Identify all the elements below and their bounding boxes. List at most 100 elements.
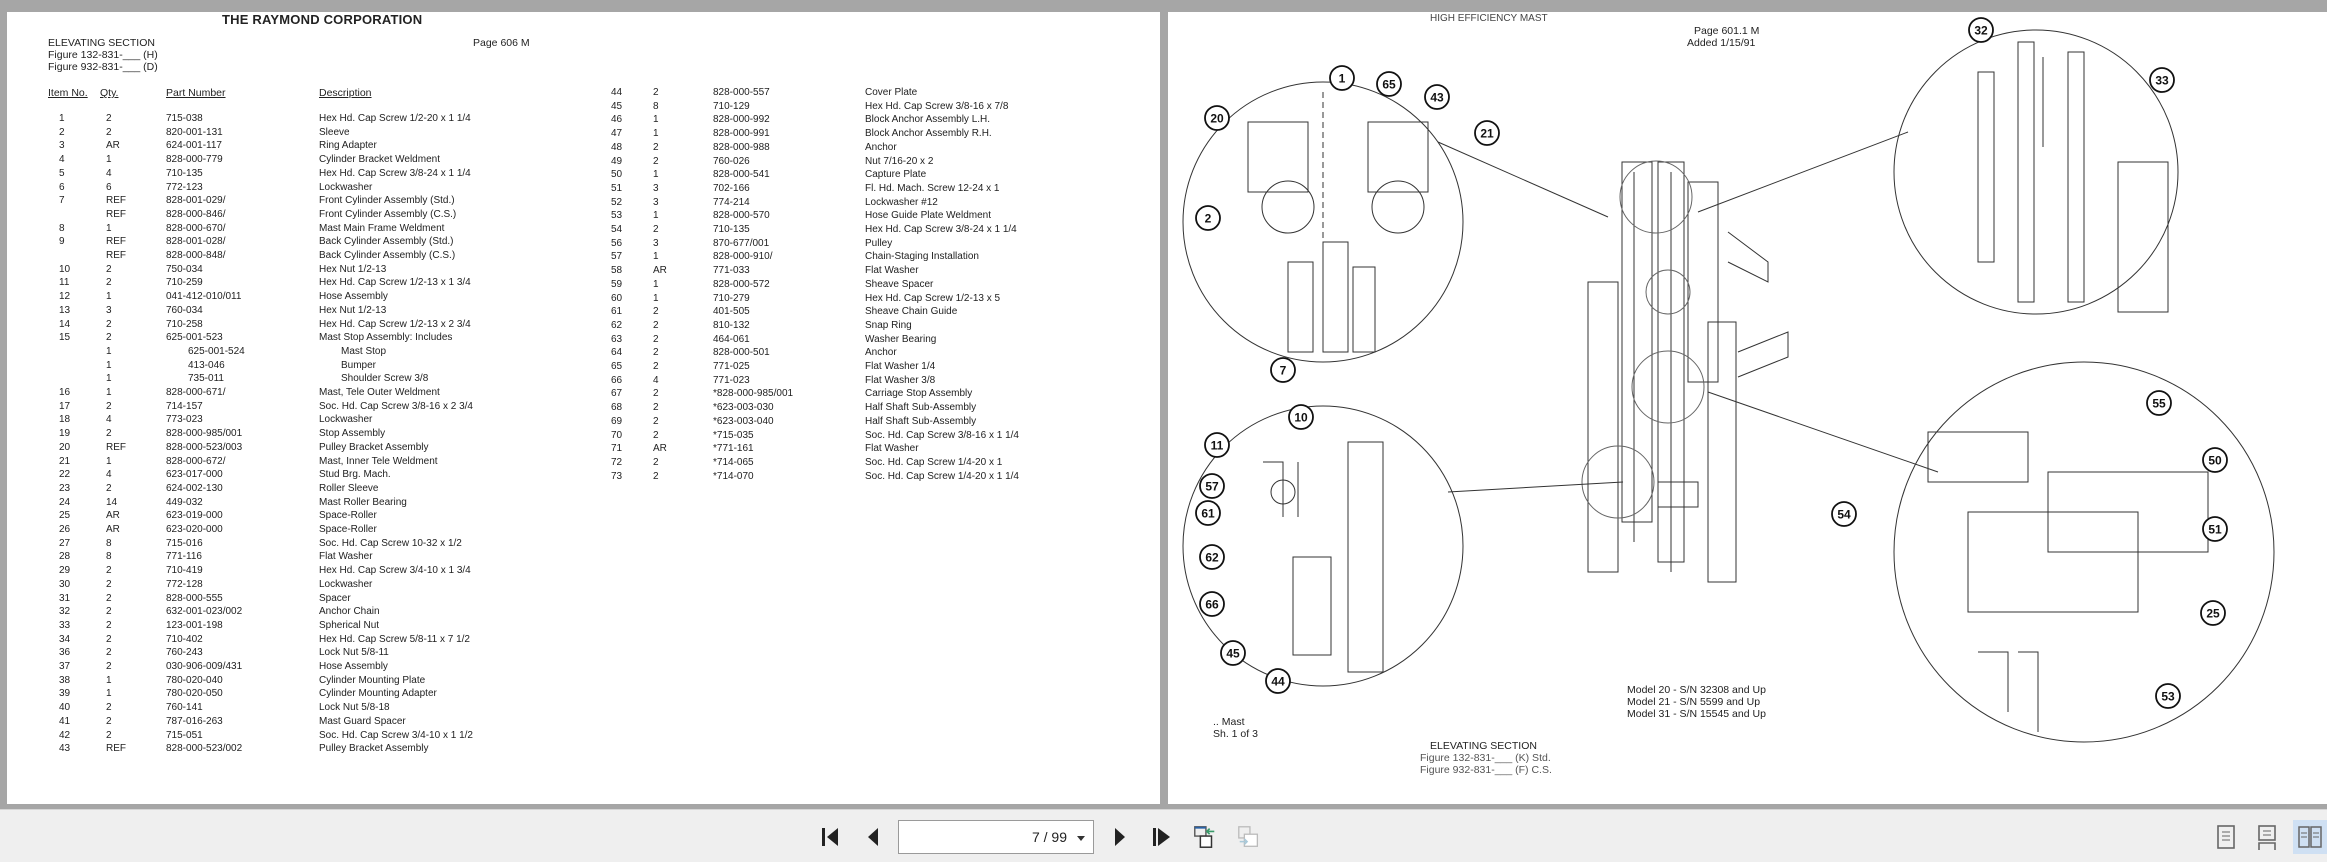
callout-10: 10 (1288, 404, 1314, 430)
description: Hex Hd. Cap Screw 5/8-11 x 7 1/2 (319, 633, 470, 645)
model-serial-line: Model 31 - S/N 15545 and Up (1627, 708, 1766, 720)
callout-7: 7 (1270, 357, 1296, 383)
continuous-view-button[interactable] (2250, 820, 2284, 854)
description: Anchor (865, 347, 897, 359)
item-number: 15 (59, 332, 71, 344)
part-number: 828-000-572 (713, 278, 770, 290)
prev-page-icon (868, 828, 878, 846)
svg-text:21: 21 (1480, 127, 1494, 141)
detail-circle-lower-right (1893, 361, 2275, 743)
quantity: 2 (106, 565, 112, 577)
next-page-icon (1115, 828, 1125, 846)
go-back-view-button[interactable] (1192, 824, 1218, 850)
part-number: 771-116 (166, 551, 202, 563)
document-viewer[interactable]: THE RAYMOND CORPORATION ELEVATING SECTIO… (0, 0, 2327, 809)
item-number: 26 (59, 524, 71, 535)
description: Stud Brg. Mach. (319, 469, 391, 481)
figure-number-1: Figure 132-831-___ (H) (48, 49, 158, 61)
item-number: 60 (611, 292, 623, 304)
description: Sheave Chain Guide (865, 306, 958, 318)
description: Shoulder Screw 3/8 (341, 373, 429, 385)
item-number: 49 (611, 155, 623, 167)
description: Cylinder Mounting Adapter (319, 688, 437, 700)
svg-text:33: 33 (2155, 74, 2169, 88)
part-number: 780-020-050 (166, 688, 223, 700)
quantity: 1 (106, 154, 112, 166)
navigation-toolbar: 7 / 99 (0, 809, 2327, 862)
part-number: 760-026 (713, 155, 750, 167)
mast-note: .. Mast (1213, 716, 1245, 728)
description: Flat Washer (865, 443, 919, 455)
part-number: 715-016 (166, 537, 203, 549)
svg-text:51: 51 (2208, 523, 2222, 537)
quantity: 6 (106, 181, 112, 193)
part-number: 828-000-671/ (166, 387, 226, 398)
description: Hex Hd. Cap Screw 1/2-13 x 2 3/4 (319, 318, 471, 330)
page-number-label: Page 601.1 M (1694, 25, 1760, 37)
part-number: 828-000-541 (713, 169, 770, 181)
quantity: 2 (653, 333, 659, 345)
quantity: 2 (106, 606, 112, 618)
part-number: 828-000-555 (166, 592, 223, 604)
quantity: 1 (106, 359, 112, 371)
first-page-button[interactable] (818, 824, 844, 850)
item-number: 20 (59, 441, 71, 453)
svg-text:25: 25 (2206, 607, 2220, 621)
single-page-view-button[interactable] (2209, 820, 2243, 854)
previous-page-button[interactable] (860, 824, 886, 850)
item-number: 41 (59, 715, 71, 727)
description: Back Cylinder Assembly (C.S.) (319, 250, 456, 261)
item-number: 17 (59, 400, 71, 412)
part-number: 828-001-028/ (166, 236, 226, 248)
description: Space-Roller (319, 524, 377, 535)
detail-circle-top (1182, 81, 1464, 363)
quantity: REF (106, 195, 126, 207)
quantity: 2 (653, 361, 659, 372)
description: Roller Sleeve (319, 482, 379, 494)
quantity: 4 (106, 167, 112, 179)
description: Hex Hd. Cap Screw 1/2-13 x 5 (865, 292, 1001, 304)
part-number: 828-000-557 (713, 87, 770, 98)
description: Anchor Chain (319, 606, 380, 618)
description: Soc. Hd. Cap Screw 10-32 x 1/2 (319, 537, 462, 549)
description: Bumper (341, 359, 377, 371)
two-page-view-button[interactable] (2293, 820, 2327, 854)
item-number: 57 (611, 251, 623, 263)
description: Mast Roller Bearing (319, 496, 407, 508)
item-number: 54 (611, 224, 623, 235)
svg-text:66: 66 (1205, 598, 1219, 612)
quantity: 2 (106, 661, 112, 672)
quantity: 2 (106, 702, 112, 714)
go-forward-view-button[interactable] (1236, 824, 1262, 850)
description: Spherical Nut (319, 619, 380, 631)
item-number: 9 (59, 236, 65, 248)
part-number: 464-061 (713, 333, 750, 345)
callout-65: 65 (1376, 71, 1402, 97)
quantity: REF (106, 441, 126, 453)
last-page-button[interactable] (1149, 824, 1175, 850)
svg-text:44: 44 (1271, 675, 1285, 689)
item-number: 52 (611, 196, 623, 208)
item-number: 59 (611, 278, 623, 290)
part-number: 774-214 (713, 196, 750, 208)
description: Spacer (319, 592, 351, 604)
item-number: 50 (611, 169, 623, 181)
description: Sleeve (319, 126, 350, 138)
svg-text:32: 32 (1974, 24, 1988, 38)
next-page-button[interactable] (1107, 824, 1133, 850)
description: Soc. Hd. Cap Screw 1/4-20 x 1 (865, 456, 1003, 468)
part-number: 828-000-670/ (166, 222, 226, 234)
model-serial-line: Model 20 - S/N 32308 and Up (1627, 684, 1766, 696)
item-number: 64 (611, 347, 623, 359)
svg-text:61: 61 (1201, 507, 1215, 521)
quantity: 1 (653, 251, 659, 263)
description: Nut 7/16-20 x 2 (865, 155, 934, 167)
item-number: 31 (59, 592, 71, 604)
quantity: 2 (106, 647, 112, 659)
page-number-dropdown[interactable]: 7 / 99 (898, 820, 1094, 854)
part-number: 828-000-672/ (166, 455, 226, 467)
part-number: 710-279 (713, 292, 750, 304)
item-number: 6 (59, 181, 65, 193)
quantity: 1 (106, 674, 112, 686)
item-number: 27 (59, 537, 71, 549)
